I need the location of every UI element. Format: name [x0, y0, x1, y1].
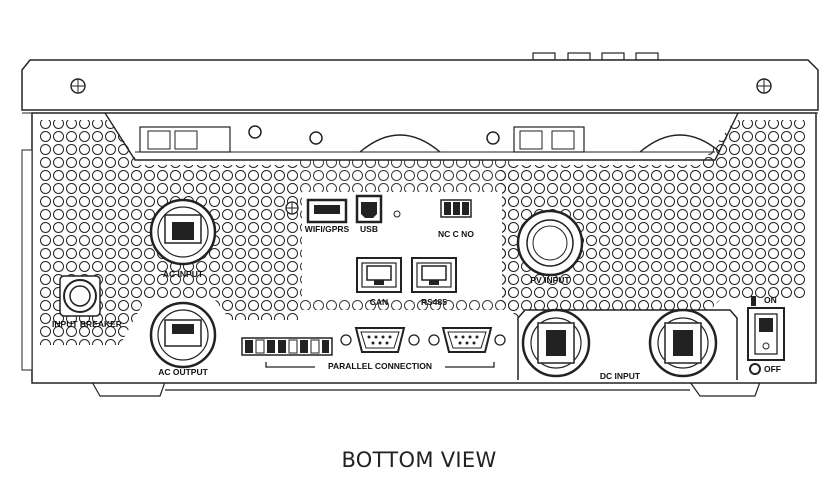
inner-tray — [104, 112, 739, 161]
can-label: CAN — [370, 297, 388, 307]
parallel-db9-left — [340, 327, 420, 353]
rs485-port — [411, 257, 457, 293]
input-breaker-label: INPUT BREAKER — [52, 319, 122, 329]
parallel-terminal-block — [241, 337, 333, 356]
caption: BOTTOM VIEW — [341, 448, 497, 472]
parallel-connection-label: PARALLEL CONNECTION — [328, 361, 432, 371]
dry-contact-terminal — [440, 199, 472, 218]
switch-on-label: ON — [764, 295, 777, 305]
top-buttons — [532, 52, 659, 61]
ac-output-label: AC OUTPUT — [158, 367, 208, 377]
power-switch[interactable] — [747, 296, 785, 375]
ac-input-connector — [149, 198, 217, 266]
wifi-gprs-port — [306, 198, 348, 224]
pv-input-connector — [516, 209, 584, 277]
ac-input-label: AC INPUT — [163, 269, 204, 279]
rs485-label: RS485 — [421, 297, 447, 307]
cover-screw-right — [756, 78, 772, 94]
can-port — [356, 257, 402, 293]
wifi-gprs-label: WIFI/GPRS — [305, 224, 350, 234]
usb-port — [355, 194, 383, 224]
nc-c-no-label: NC C NO — [438, 229, 474, 239]
cover-screw-left — [70, 78, 86, 94]
ac-output-connector — [149, 301, 217, 369]
dc-input-label: DC INPUT — [600, 371, 641, 381]
right-foot — [688, 381, 761, 397]
input-breaker[interactable] — [59, 275, 101, 317]
pv-input-label: PV INPUT — [530, 275, 570, 285]
left-foot — [90, 381, 166, 397]
usb-label: USB — [360, 224, 378, 234]
inverter-bottom-view: AC INPUT INPUT BREAKER AC OUTPUT WIFI/GP… — [21, 52, 819, 397]
top-cover — [21, 59, 819, 111]
parallel-db9-right — [428, 327, 506, 353]
dc-input-panel — [517, 308, 738, 382]
switch-off-label: OFF — [764, 364, 781, 374]
